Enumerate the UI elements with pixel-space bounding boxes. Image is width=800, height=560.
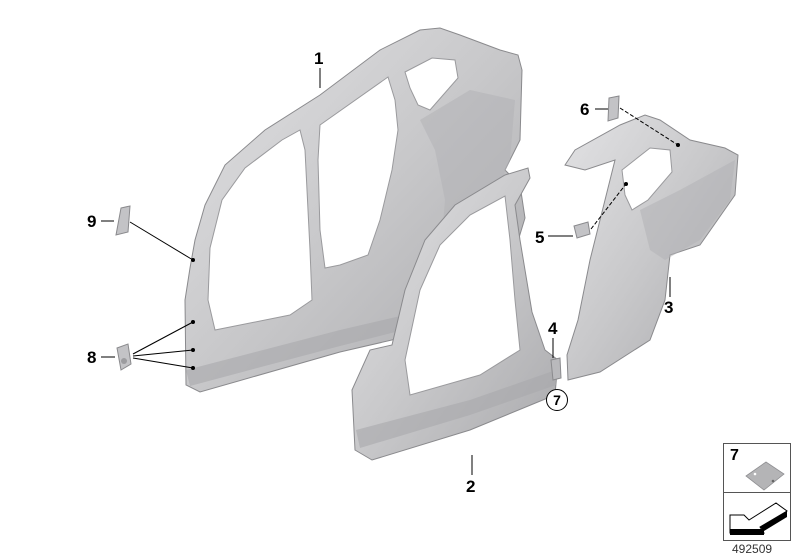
circled-callout-7[interactable]: 7	[546, 389, 568, 411]
part-6-bracket[interactable]	[607, 95, 620, 122]
callout-8[interactable]: 8	[87, 348, 97, 367]
adhesive-pad-icon	[745, 461, 785, 491]
legend-box: 7	[723, 443, 791, 541]
part-9-bracket[interactable]	[115, 205, 131, 236]
callout-4[interactable]: 4	[548, 319, 558, 338]
part-8-bracket[interactable]	[116, 343, 132, 371]
callout-6[interactable]: 6	[580, 100, 590, 119]
legend-item-7[interactable]: 7	[724, 444, 790, 493]
diagram-id-number: 492509	[732, 542, 773, 556]
part-4-joint-plate[interactable]	[550, 357, 562, 381]
callout-9[interactable]: 9	[87, 212, 97, 231]
part-2-front-section[interactable]	[351, 167, 559, 461]
legend-item-label: 7	[730, 447, 739, 464]
arrow-left-down-icon	[729, 502, 788, 535]
callout-1[interactable]: 1	[314, 49, 324, 68]
part-3-rear-section[interactable]	[564, 114, 739, 381]
callout-3[interactable]: 3	[664, 298, 674, 317]
callout-2[interactable]: 2	[466, 477, 476, 496]
callout-5[interactable]: 5	[535, 228, 545, 247]
leader-lines	[101, 68, 679, 475]
leader-dots	[191, 143, 680, 370]
part-5-bracket[interactable]	[573, 221, 591, 239]
legend-arrow	[724, 493, 790, 540]
